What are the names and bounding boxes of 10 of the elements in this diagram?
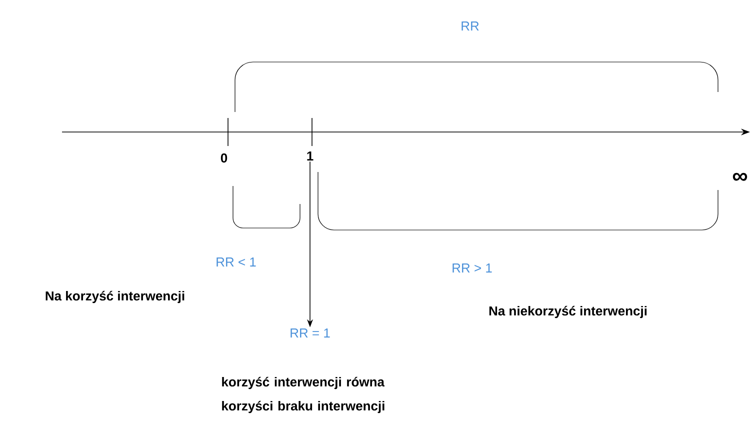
label-text: Na niekorzyść interwencji (489, 306, 647, 318)
label-text: 0 (220, 153, 228, 163)
label-text: RR (462, 22, 479, 30)
axis-label: 1 (307, 152, 314, 160)
label-text: korzyść interwencji równa korzyści braku interwencji (222, 376, 385, 414)
label-text: RR < 1 (216, 258, 256, 266)
label-text: RR > 1 (452, 264, 492, 272)
label-text: ∞ (732, 172, 748, 181)
axis-label: RR = 1 (290, 328, 330, 338)
label-text: Na korzyść interwencji (46, 290, 184, 304)
